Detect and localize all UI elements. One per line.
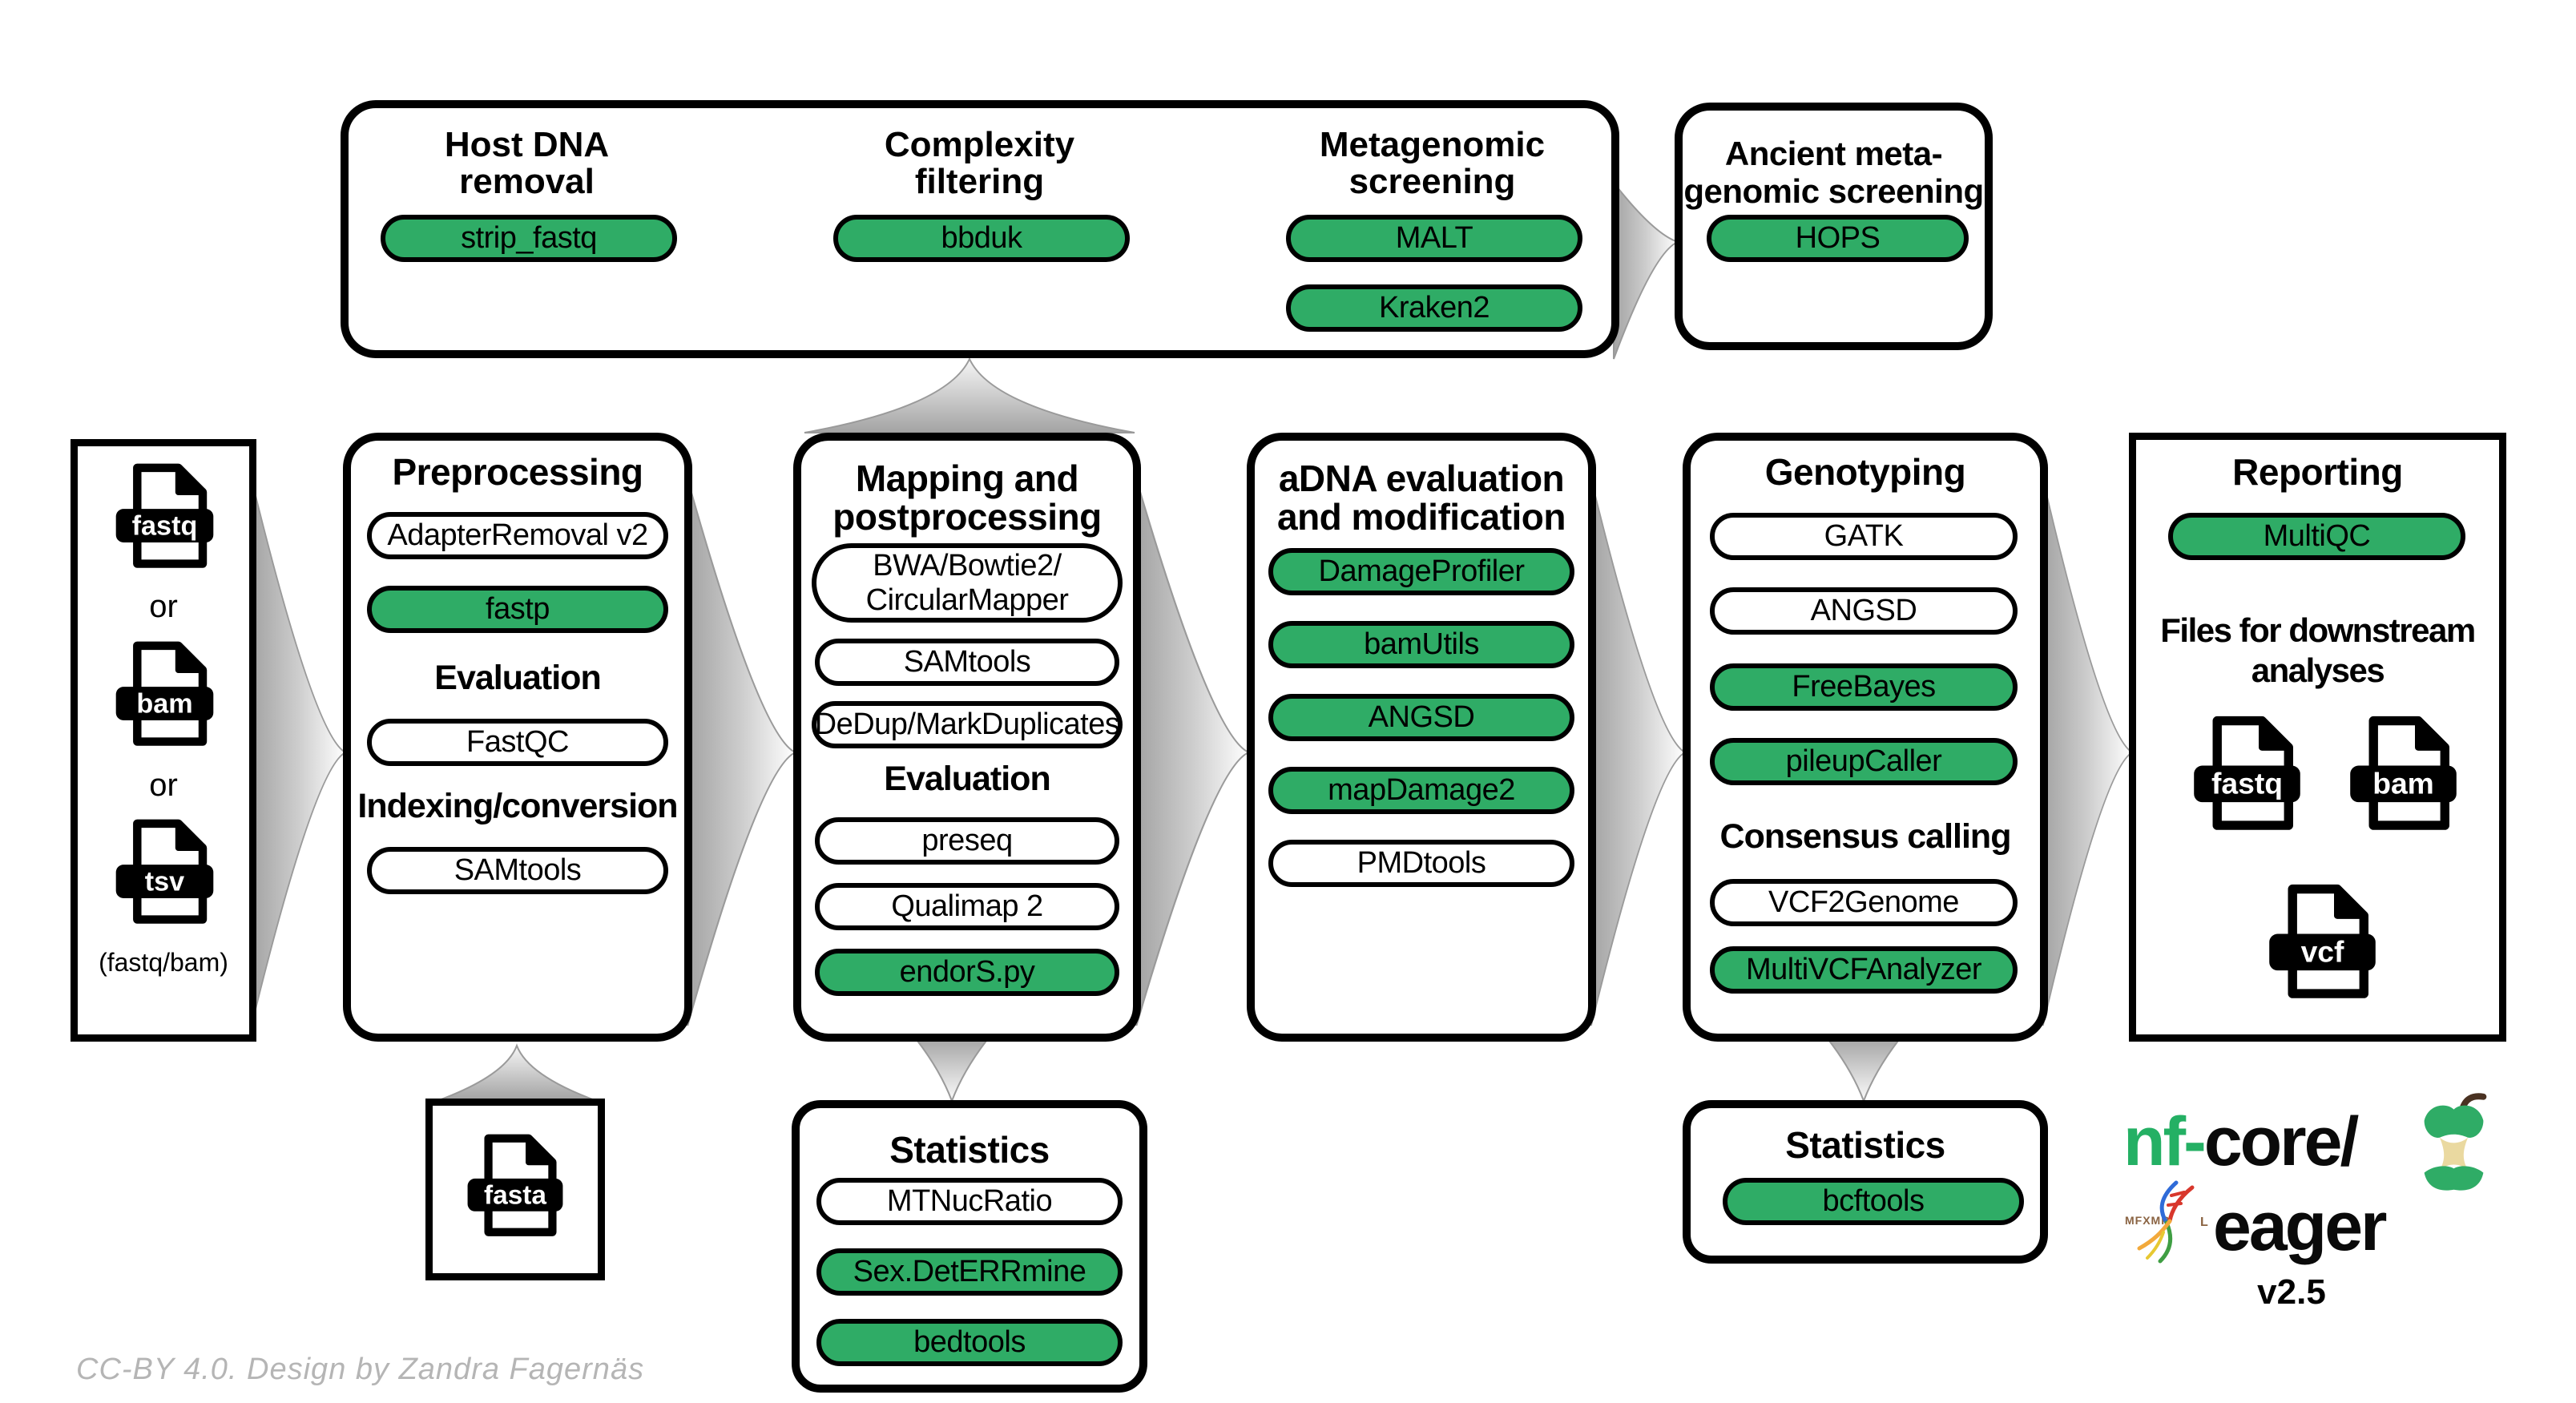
tool-pill-pmdtools: PMDtools: [1268, 840, 1574, 887]
logo-version: v2.5: [2257, 1272, 2326, 1312]
tool-pill-mapdamage2: mapDamage2: [1268, 767, 1574, 814]
arrow-input-to-preprocessing: [250, 478, 348, 1026]
apple-core-icon: [2424, 1093, 2487, 1191]
preprocessing-indexing-heading: Indexing/conversion: [357, 787, 678, 825]
tool-pill-gatk: GATK: [1710, 513, 2018, 560]
tool-pill-multiqc: MultiQC: [2168, 513, 2465, 560]
genotyping-panel: Genotyping GATK ANGSD FreeBayes pileupCa…: [1683, 433, 2048, 1042]
arrow-genotyping-to-reporting: [2042, 478, 2135, 1026]
arrow-preprocessing-to-mapping: [687, 478, 798, 1026]
statistics-mapping-panel: Statistics MTNucRatio Sex.DetERRmine bed…: [792, 1100, 1147, 1393]
tool-pill-damageprofiler: DamageProfiler: [1268, 548, 1574, 595]
tool-pill-vcf2genome: VCF2Genome: [1710, 879, 2018, 926]
reporting-title: Reporting: [2232, 451, 2403, 493]
tool-pill-hops: HOPS: [1707, 215, 1969, 262]
file-bam-icon: bam: [111, 639, 218, 755]
statistics-genotyping-panel: Statistics bcftools: [1683, 1100, 2048, 1264]
tool-pill-kraken2: Kraken2: [1286, 284, 1582, 332]
tool-pill-endors-py: endorS.py: [815, 949, 1119, 996]
reference-fasta-panel: fasta: [425, 1099, 605, 1280]
logo-core-text: core/: [2203, 1103, 2360, 1180]
arrow-mapping-to-screening: [804, 357, 1135, 433]
preprocessing-title: Preprocessing: [392, 451, 643, 493]
genotyping-title: Genotyping: [1764, 451, 1966, 493]
svg-text:bam: bam: [136, 688, 192, 719]
license-credit-text: CC-BY 4.0. Design by Zandra Fagernäs: [76, 1353, 645, 1386]
tool-pill-strip-fastq: strip_fastq: [381, 215, 677, 262]
dna-helix-icon: MFXMR L: [2125, 1180, 2208, 1264]
svg-text:fastq: fastq: [2211, 767, 2283, 800]
statistics-genotyping-title: Statistics: [1785, 1124, 1945, 1166]
file-fastq-icon: fastq: [111, 461, 218, 577]
tool-pill-sex-deterrmine: Sex.DetERRmine: [816, 1248, 1123, 1296]
arrow-genotyping-to-statistics: [1827, 1040, 1901, 1103]
input-files-panel: fastq or bam or tsv (fastq/bam): [71, 439, 256, 1042]
tool-pill-bamutils: bamUtils: [1268, 621, 1574, 668]
svg-text:fasta: fasta: [484, 1181, 546, 1211]
arrow-mapping-to-statistics: [915, 1040, 989, 1103]
file-tsv-icon: tsv: [111, 816, 218, 933]
svg-text:bam: bam: [2372, 767, 2434, 800]
tool-pill-fastqc: FastQC: [367, 719, 668, 766]
tool-pill-bedtools: bedtools: [816, 1319, 1123, 1366]
arrow-adna-to-genotyping: [1590, 478, 1687, 1026]
tool-pill-angsd-genotyping: ANGSD: [1710, 587, 2018, 635]
tool-pill-freebayes: FreeBayes: [1710, 663, 2018, 711]
svg-text:L: L: [2200, 1216, 2208, 1229]
svg-text:vcf: vcf: [2301, 935, 2344, 969]
logo-nfcore-wordmark: nf-core/: [2123, 1103, 2360, 1182]
tool-pill-bcftools: bcftools: [1723, 1178, 2024, 1225]
file-vcf-output-icon: vcf: [2264, 881, 2380, 1008]
tool-pill-preseq: preseq: [815, 817, 1119, 865]
preprocessing-panel: Preprocessing AdapterRemoval v2 fastp Ev…: [343, 433, 692, 1042]
arrow-screening-to-hops: [1613, 180, 1679, 360]
arrow-mapping-to-adna: [1135, 478, 1252, 1026]
tool-pill-mtnucratio: MTNucRatio: [816, 1178, 1123, 1225]
tool-pill-fastp: fastp: [367, 586, 668, 633]
statistics-mapping-title: Statistics: [889, 1129, 1050, 1171]
tool-pill-multivcfanalyzer: MultiVCFAnalyzer: [1710, 946, 2018, 994]
or-separator: or: [149, 589, 178, 624]
arrow-fasta-to-preprocessing: [438, 1043, 595, 1101]
input-files-caption: (fastq/bam): [99, 948, 228, 977]
tool-pill-malt: MALT: [1286, 215, 1582, 262]
mapping-evaluation-heading: Evaluation: [884, 760, 1050, 798]
file-fastq-output-icon: fastq: [2189, 713, 2305, 840]
file-fasta-icon: fasta: [463, 1128, 567, 1248]
tool-pill-dedup-markduplicates: DeDup/MarkDuplicates: [812, 701, 1123, 748]
logo-eager-text: eager: [2213, 1188, 2387, 1265]
ancient-screening-title: Ancient meta-genomic screening: [1683, 135, 1984, 210]
preprocessing-evaluation-heading: Evaluation: [434, 659, 601, 697]
svg-text:MFXMR: MFXMR: [2125, 1214, 2170, 1227]
tool-pill-adapterremoval: AdapterRemoval v2: [367, 512, 668, 559]
tool-pill-qualimap2: Qualimap 2: [815, 883, 1119, 930]
svg-text:fastq: fastq: [132, 510, 198, 541]
tool-pill-samtools-preprocessing: SAMtools: [367, 847, 668, 894]
tool-pill-bwa-bowtie2-circularmapper: BWA/Bowtie2/ CircularMapper: [812, 543, 1123, 623]
tool-pill-bbduk: bbduk: [833, 215, 1130, 262]
logo-nf-prefix: nf-: [2123, 1103, 2207, 1180]
tool-pill-pileupcaller: pileupCaller: [1710, 738, 2018, 785]
tool-pill-angsd-adna: ANGSD: [1268, 694, 1574, 741]
file-bam-output-icon: bam: [2345, 713, 2461, 840]
tool-pill-samtools-mapping: SAMtools: [815, 639, 1119, 686]
svg-text:tsv: tsv: [145, 866, 184, 897]
or-separator: or: [149, 768, 178, 803]
genotyping-consensus-heading: Consensus calling: [1719, 817, 2012, 856]
ancient-screening-panel: Ancient meta-genomic screening HOPS: [1675, 103, 1993, 350]
